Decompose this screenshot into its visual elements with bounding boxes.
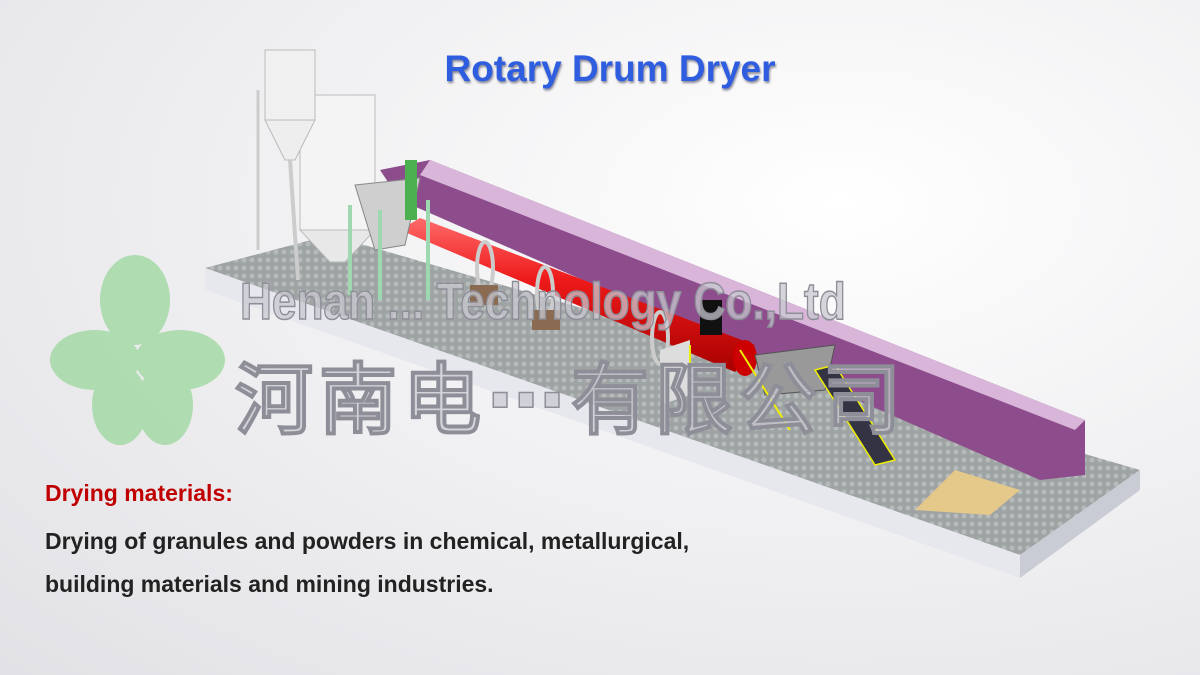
rotary-drum	[400, 218, 757, 376]
caption-line-1: Drying of granules and powders in chemic…	[45, 528, 690, 554]
feed-hopper	[348, 160, 430, 300]
watermark-chinese: 河南电⋯有限公司	[234, 355, 908, 447]
caption-text: Drying of granules and powders in chemic…	[45, 525, 689, 602]
watermark-english: Henan ... Technology Co.,Ltd	[239, 272, 846, 332]
company-logo	[50, 255, 225, 445]
discharge-conveyor	[660, 340, 1020, 515]
caption-block: Drying materials: Drying of granules and…	[45, 480, 689, 602]
cyclone-silo	[256, 49, 377, 281]
caption-heading: Drying materials:	[45, 480, 233, 506]
purple-trough	[380, 160, 1085, 480]
caption-line-2: building materials and mining industries…	[45, 571, 494, 598]
slide-title: Rotary Drum Dryer	[444, 48, 776, 89]
